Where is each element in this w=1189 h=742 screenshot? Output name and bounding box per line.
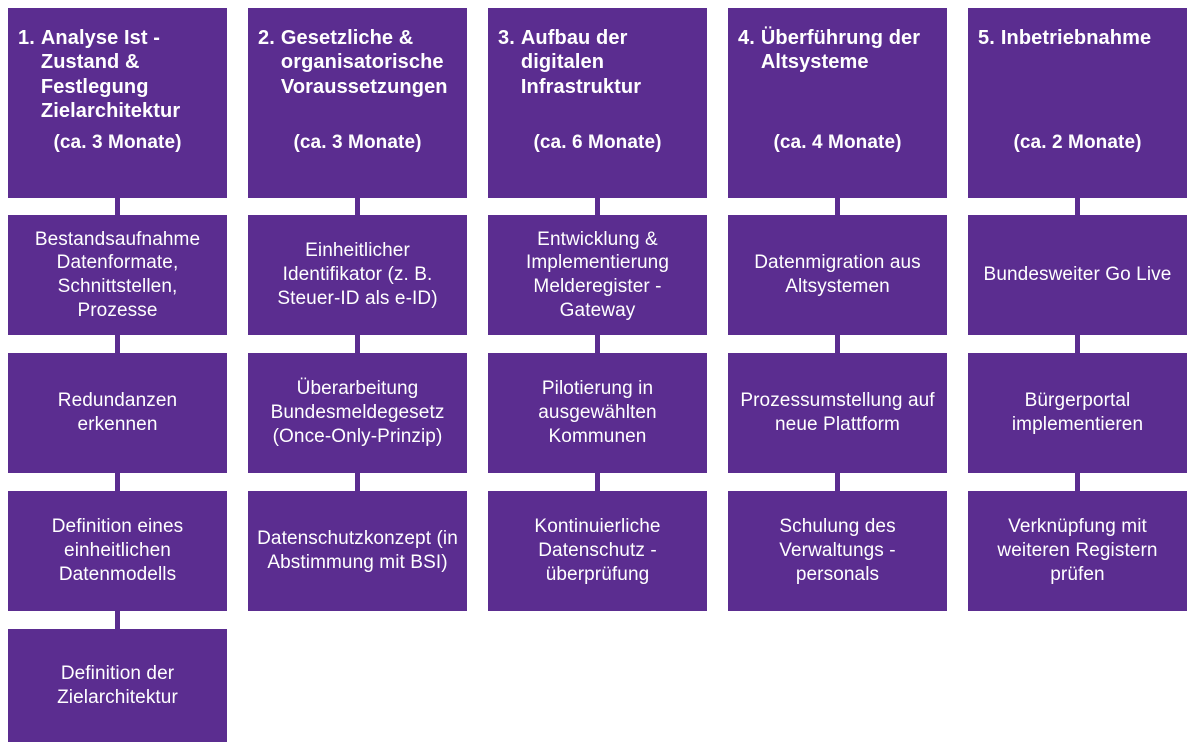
phase-header-5[interactable]: 5. Inbetriebnahme (ca. 2 Monate)	[968, 8, 1187, 198]
connector-line	[355, 198, 360, 215]
step-label: Einheitlicher Identifikator (z. B. Steue…	[277, 240, 438, 309]
phase-column-2: 2. Gesetzliche & organisatorische Voraus…	[248, 0, 467, 742]
step-label: Datenschutzkonzept (in Abstimmung mit BS…	[257, 528, 458, 573]
connector-line	[835, 335, 840, 353]
connector-line	[595, 473, 600, 491]
phase-name-2: Gesetzliche & organisatorische Vorausset…	[280, 27, 448, 98]
connector-line	[1075, 473, 1080, 491]
step-box[interactable]: Überarbeitung Bundesmeldegesetz (Once-On…	[248, 353, 467, 473]
phase-number-1: 1.	[18, 27, 35, 49]
step-label: Definition eines einheitlichen Datenmode…	[51, 516, 184, 585]
step-box[interactable]: Bestandsaufnahme Datenformate, Schnittst…	[8, 215, 227, 335]
phase-column-5: 5. Inbetriebnahme (ca. 2 Monate) Bundesw…	[968, 0, 1187, 742]
step-label: Schulung des Verwaltungs - personals	[779, 516, 896, 585]
step-label: Datenmigration aus Altsystemen	[754, 252, 921, 297]
step-box[interactable]: Definition eines einheitlichen Datenmode…	[8, 491, 227, 611]
step-label: Überarbeitung Bundesmeldegesetz (Once-On…	[270, 378, 445, 447]
phase-title-1: 1. Analyse Ist - Zustand & Festlegung Zi…	[18, 26, 217, 124]
connector-line	[595, 198, 600, 215]
step-box[interactable]: Prozessumstellung auf neue Plattform	[728, 353, 947, 473]
connector-line	[115, 335, 120, 353]
phase-title-2: 2. Gesetzliche & organisatorische Voraus…	[258, 26, 457, 99]
phase-header-4[interactable]: 4. Überführung der Altsysteme (ca. 4 Mon…	[728, 8, 947, 198]
phase-duration-5: (ca. 2 Monate)	[1013, 132, 1142, 153]
phase-header-2[interactable]: 2. Gesetzliche & organisatorische Voraus…	[248, 8, 467, 198]
phase-duration-4: (ca. 4 Monate)	[773, 132, 902, 153]
step-label: Prozessumstellung auf neue Plattform	[740, 390, 935, 435]
step-label: Bundesweiter Go Live	[983, 264, 1172, 286]
phase-duration-1: (ca. 3 Monate)	[53, 132, 182, 153]
phase-column-3: 3. Aufbau der digitalen Infrastruktur (c…	[488, 0, 707, 742]
step-box[interactable]: Bundesweiter Go Live	[968, 215, 1187, 335]
phase-name-3: Aufbau der digitalen Infrastruktur	[520, 27, 642, 98]
step-label: Entwicklung & Implementierung Melderegis…	[525, 228, 670, 321]
connector-line	[115, 473, 120, 491]
step-label: Redundanzen erkennen	[57, 390, 178, 435]
phase-title-3: 3. Aufbau der digitalen Infrastruktur	[498, 26, 697, 99]
step-box[interactable]: Einheitlicher Identifikator (z. B. Steue…	[248, 215, 467, 335]
step-box[interactable]: Redundanzen erkennen	[8, 353, 227, 473]
step-label: Definition der Zielarchitektur	[57, 662, 178, 708]
phase-number-4: 4.	[738, 27, 755, 49]
phase-title-5: 5. Inbetriebnahme	[978, 26, 1177, 50]
phase-number-3: 3.	[498, 27, 515, 49]
phase-duration-3: (ca. 6 Monate)	[533, 132, 662, 153]
step-box[interactable]: Datenmigration aus Altsystemen	[728, 215, 947, 335]
step-box[interactable]: Bürgerportal implementieren	[968, 353, 1187, 473]
phase-column-4: 4. Überführung der Altsysteme (ca. 4 Mon…	[728, 0, 947, 742]
step-label: Bürgerportal implementieren	[1011, 390, 1144, 435]
phase-duration-2: (ca. 3 Monate)	[293, 132, 422, 153]
connector-line	[115, 611, 120, 629]
connector-line	[355, 335, 360, 353]
step-box[interactable]: Verknüpfung mit weiteren Registern prüfe…	[968, 491, 1187, 611]
step-box[interactable]: Schulung des Verwaltungs - personals	[728, 491, 947, 611]
phase-title-4: 4. Überführung der Altsysteme	[738, 26, 937, 75]
step-box[interactable]: Definition der Zielarchitektur	[8, 629, 227, 742]
step-label: Pilotierung in ausgewählten Kommunen	[538, 378, 657, 447]
phase-number-2: 2.	[258, 27, 275, 49]
step-box[interactable]: Kontinuierliche Datenschutz - überprüfun…	[488, 491, 707, 611]
step-label: Verknüpfung mit weiteren Registern prüfe…	[997, 516, 1158, 585]
phase-name-1: Analyse Ist - Zustand & Festlegung Ziela…	[40, 27, 181, 123]
connector-line	[355, 473, 360, 491]
step-box[interactable]: Entwicklung & Implementierung Melderegis…	[488, 215, 707, 335]
connector-line	[115, 198, 120, 215]
phase-column-1: 1. Analyse Ist - Zustand & Festlegung Zi…	[8, 0, 227, 742]
phase-number-5: 5.	[978, 27, 995, 49]
step-label: Bestandsaufnahme Datenformate, Schnittst…	[34, 228, 201, 321]
connector-line	[1075, 198, 1080, 215]
connector-line	[835, 198, 840, 215]
phase-header-1[interactable]: 1. Analyse Ist - Zustand & Festlegung Zi…	[8, 8, 227, 198]
step-box[interactable]: Datenschutzkonzept (in Abstimmung mit BS…	[248, 491, 467, 611]
phase-name-4: Überführung der Altsysteme	[760, 27, 921, 74]
phase-header-3[interactable]: 3. Aufbau der digitalen Infrastruktur (c…	[488, 8, 707, 198]
connector-line	[1075, 335, 1080, 353]
step-label: Kontinuierliche Datenschutz - überprüfun…	[534, 516, 661, 585]
connector-line	[835, 473, 840, 491]
step-box[interactable]: Pilotierung in ausgewählten Kommunen	[488, 353, 707, 473]
connector-line	[595, 335, 600, 353]
phase-name-5: Inbetriebnahme	[1000, 27, 1152, 49]
